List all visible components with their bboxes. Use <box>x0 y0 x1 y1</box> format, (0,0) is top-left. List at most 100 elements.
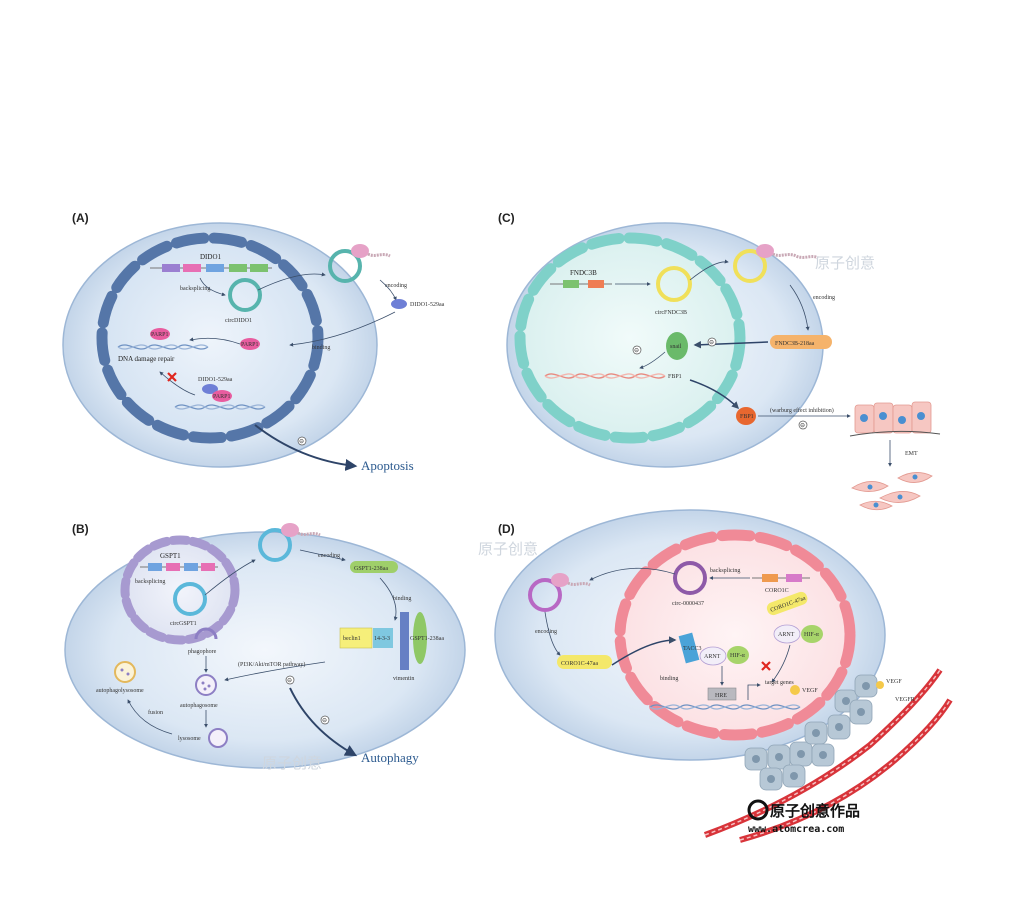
inhibit-symbol-b1: ⊖ <box>287 678 292 684</box>
peptide-chain-c <box>772 252 819 260</box>
apoptosis-label: Apoptosis <box>361 458 414 473</box>
peptide-pill-in <box>766 591 808 616</box>
peptide-label-b: GSPT1-238aa <box>354 566 388 572</box>
hre-box <box>707 687 737 701</box>
autophagolysosome-label: autophagolysosome <box>96 688 144 694</box>
parp1-label-2: PARP1 <box>241 342 258 348</box>
circrna-circle-d <box>673 561 707 595</box>
panel-b-label: (B) <box>72 522 89 536</box>
peptide-pill-c <box>770 335 832 349</box>
panel-a-label: (A) <box>72 211 89 225</box>
panel-c-label: (C) <box>498 211 515 225</box>
inhibit-symbol-c3: ⊖ <box>800 423 805 429</box>
blood-vessel <box>703 668 953 843</box>
circrna-circle <box>228 278 262 312</box>
vimentin-label: vimentin <box>393 676 414 682</box>
autophagosome-icon <box>195 674 217 696</box>
fbp1-protein-blob <box>736 407 756 425</box>
circ-label-c: circFNDC3B <box>655 310 687 316</box>
binding-label: binding <box>312 345 330 351</box>
peptide-label: DIDO1-529aa <box>410 302 445 308</box>
autophagolysosome-icon <box>114 661 136 683</box>
phagophore-icon <box>194 627 218 640</box>
arnt-blob-2 <box>699 646 727 666</box>
vegf-label: VEGF <box>802 688 818 694</box>
block-cross-icon-d <box>761 661 771 671</box>
epithelial-cells <box>849 401 941 437</box>
cytoplasm-circrna-c <box>733 249 767 283</box>
repair-arrow <box>189 337 241 345</box>
lysosome-label: lysosome <box>178 736 201 742</box>
peptide-pill-b <box>350 561 398 573</box>
inhibit-icon-c1 <box>707 337 717 347</box>
inhibit-icon-b2 <box>320 715 330 725</box>
dna-helix-c-strand <box>544 373 666 379</box>
hif-label: HIF-α <box>804 632 820 638</box>
peptide-blob <box>391 299 407 309</box>
backsplicing-label-b: backsplicing <box>135 579 165 585</box>
inhibit-symbol-c1: ⊖ <box>709 340 714 346</box>
panel-d-label: (D) <box>498 522 515 536</box>
cytoplasm-circrna <box>328 249 362 283</box>
block-cross-icon <box>167 372 177 382</box>
dna-helix-d-strand <box>649 704 801 710</box>
peptide-chain-d <box>567 581 591 587</box>
fndc3b-gene-label: FNDC3B <box>570 269 597 277</box>
panel-c: (C) FNDC3B circFNDC3B 原子创意 encoding FNDC… <box>498 211 941 511</box>
lysosome-icon <box>208 728 228 748</box>
circrna-circle-b <box>173 582 207 616</box>
export-arrow-b <box>204 559 256 596</box>
inhibit-symbol: ⊖ <box>299 439 304 445</box>
encoding-label-c: encoding <box>813 295 835 301</box>
parp1-label-3: PARP1 <box>213 394 230 400</box>
blocked-arrow-d <box>771 644 791 683</box>
binding-label-d: binding <box>660 676 678 682</box>
circ-label: circDIDO1 <box>225 318 252 324</box>
watermark-b: 原子创意 <box>262 754 322 772</box>
inhibit-icon <box>297 436 307 446</box>
blocked-arrow <box>159 371 196 396</box>
parp1-blob-3 <box>212 390 232 402</box>
watermark-d: 原子创意 <box>478 540 538 558</box>
dido1-gene <box>150 264 272 272</box>
vegfr-label: VEGFR <box>895 697 915 703</box>
backsplicing-label-d: backsplicing <box>710 568 740 574</box>
panel-a: (A) DIDO1 backsplicing circDIDO1 encodin… <box>62 211 445 473</box>
peptide-label-d: CORO1C-47aa <box>561 661 598 667</box>
pathway-arrow <box>224 661 326 682</box>
encoding-arrow-b <box>299 549 346 562</box>
beclin1-box <box>339 627 373 649</box>
fbp1-protein-label: FBP1 <box>740 414 754 420</box>
target-genes-label: target genes <box>765 680 794 686</box>
fbp1-gene-label: FBP1 <box>668 374 682 380</box>
brand-logo: 原子创意作品 www.atomcrea.com <box>747 799 860 835</box>
inhibit-icon-b1 <box>285 675 295 685</box>
emt-label: EMT <box>905 451 918 457</box>
brand-logo-icon <box>747 799 769 821</box>
arnt-label-2: ARNT <box>704 654 721 660</box>
gspt1-gene-label: GSPT1 <box>160 552 181 560</box>
peptide-label-2: DIDO1-529aa <box>198 377 233 383</box>
inhibit-symbol-c2: ⊖ <box>634 348 639 354</box>
arnt-label: ARNT <box>778 632 795 638</box>
apoptosis-arrow <box>254 424 358 471</box>
peptide-chain-b <box>297 531 321 537</box>
inhibit-snail-arrow <box>693 341 769 349</box>
ribosome-icon <box>351 244 369 258</box>
encoding-label: encoding <box>385 283 407 289</box>
dna-helix-strand <box>117 344 209 350</box>
inhibit-icon-c2 <box>632 345 642 355</box>
vegf-label-2: VEGF <box>886 679 902 685</box>
peptide-blob-2 <box>202 384 218 394</box>
fusion-arrow <box>127 699 173 735</box>
coro1c-gene-label: CORO1C <box>765 588 789 594</box>
coro1c-gene <box>752 574 810 582</box>
inhibit-symbol-b2: ⊖ <box>322 718 327 724</box>
gspt-side-blob <box>413 612 427 664</box>
cytoplasm-circrna-d <box>528 578 562 612</box>
protein1433-label: 14-3-3 <box>374 636 390 642</box>
nuclear-envelope-b <box>120 535 240 645</box>
vimentin-bar <box>400 612 409 670</box>
autophagy-label: Autophagy <box>361 750 419 765</box>
